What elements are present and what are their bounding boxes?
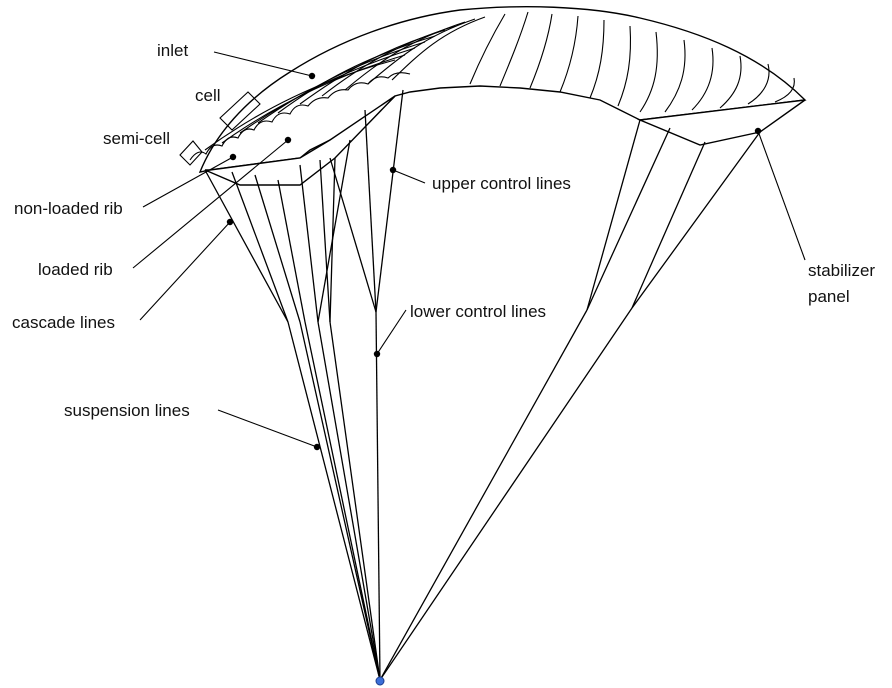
lower-control-lines-leader: [377, 310, 406, 354]
suspension-line: [300, 322, 380, 680]
upper-control-lines-label: upper control lines: [432, 174, 571, 193]
cascade-line-right: [587, 128, 670, 310]
suspension-lines-label: suspension lines: [64, 401, 190, 420]
lower-control-line: [376, 312, 380, 680]
cascade-line-right: [632, 132, 760, 308]
canopy: [180, 7, 805, 185]
suspension-line: [288, 322, 380, 680]
stabilizer-label: stabilizer: [808, 261, 875, 280]
suspension-line: [330, 322, 380, 680]
canopy-outline: [200, 7, 805, 172]
suspension-lines-leader: [218, 410, 317, 447]
cascade-line: [320, 160, 330, 322]
cascade-lines-leader: [140, 222, 230, 320]
inlet-label: inlet: [157, 41, 188, 60]
non-loaded-rib-label: non-loaded rib: [14, 199, 123, 218]
suspension-line-right: [380, 308, 632, 680]
cascade-line: [278, 180, 305, 322]
cascade-lines-label: cascade lines: [12, 313, 115, 332]
cascade-line: [300, 165, 318, 322]
cascade-line-right: [632, 142, 705, 308]
upper-control-lines-leader: [393, 170, 425, 183]
cascade-line: [205, 170, 288, 322]
cascade-line: [232, 172, 288, 322]
lower-control-lines-label: lower control lines: [410, 302, 546, 321]
suspension-line: [318, 322, 380, 680]
panel-label: panel: [808, 287, 850, 306]
semi-cell-label: semi-cell: [103, 129, 170, 148]
upper-control-line: [376, 90, 403, 312]
cascade-line: [255, 175, 300, 322]
suspension-line-right: [380, 310, 587, 680]
cascade-line-right: [587, 120, 640, 310]
non-loaded-rib-leader: [143, 157, 233, 207]
stabilizer-panel-leader: [758, 131, 805, 260]
suspension-line: [305, 322, 380, 680]
loaded-rib-label: loaded rib: [38, 260, 113, 279]
inlet-leader: [214, 52, 312, 76]
cell-label: cell: [195, 86, 221, 105]
pilot-point: [376, 677, 384, 685]
semi-cell-bracket: [180, 141, 202, 165]
